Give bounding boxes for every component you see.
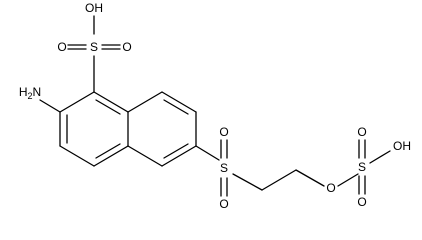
bond xyxy=(93,145,129,167)
bond xyxy=(59,91,95,113)
bond xyxy=(59,145,95,167)
bond xyxy=(163,143,189,159)
sulfone-oxygen-top-label: O xyxy=(219,125,228,139)
bond xyxy=(39,99,61,113)
sulfonic-oh-label: OH xyxy=(85,1,103,15)
bond xyxy=(369,150,391,164)
sulfate-sulfur-label: S xyxy=(358,160,366,174)
bond xyxy=(127,145,163,167)
bond xyxy=(195,145,220,161)
sulfone-sulfur-label: S xyxy=(220,161,228,175)
sulfonic-oxygen-left-label: O xyxy=(57,40,66,54)
sulfate-oh-label: OH xyxy=(393,139,411,153)
bond xyxy=(232,173,263,191)
sulfate-oxygen-top-label: O xyxy=(357,125,366,139)
amine-label: H2N xyxy=(19,85,41,101)
bond xyxy=(337,173,359,187)
bond xyxy=(127,91,163,113)
structure-canvas: OH S O O H2N S O O O S O O OH xyxy=(18,1,411,211)
bond xyxy=(161,91,197,113)
sulfonic-sulfur-label: S xyxy=(90,40,98,54)
bond xyxy=(261,169,297,191)
bond xyxy=(295,169,325,187)
bond xyxy=(161,145,197,167)
bond xyxy=(95,143,121,159)
chemical-structure-diagram: OH S O O H2N S O O O S O O OH xyxy=(19,1,411,211)
bond xyxy=(93,91,129,113)
sulfone-oxygen-bottom-label: O xyxy=(219,197,228,211)
sulfate-oxygen-bottom-label: O xyxy=(357,195,366,209)
ester-oxygen-label: O xyxy=(326,181,335,195)
sulfonic-oxygen-right-label: O xyxy=(122,40,131,54)
bond xyxy=(163,99,189,115)
bond xyxy=(95,99,121,115)
